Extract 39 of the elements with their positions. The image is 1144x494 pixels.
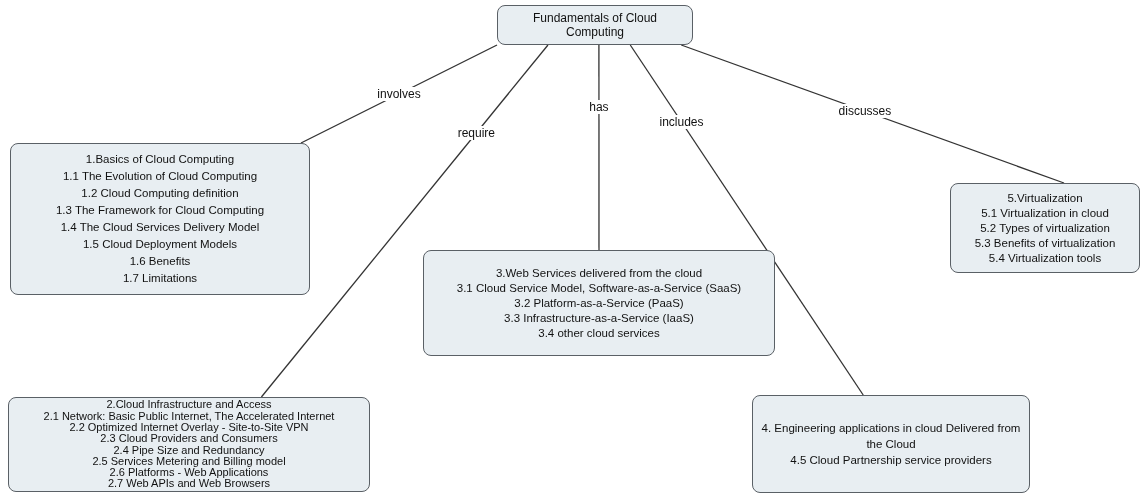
topic-box <box>497 5 693 45</box>
topic-item: 1.2 Cloud Computing definition <box>81 186 239 201</box>
topic-item: 2.4 Pipe Size and Redundancy <box>113 444 265 456</box>
topic-heading: 5.Virtualization <box>1007 190 1083 206</box>
topic-item: 5.4 Virtualization tools <box>988 250 1102 266</box>
topic-heading: 2.Cloud Infrastructure and Access <box>106 399 272 411</box>
topic-item: 5.3 Benefits of virtualization <box>974 235 1116 251</box>
topic-heading: 1.Basics of Cloud Computing <box>85 152 235 167</box>
topic-item: 2.1 Network: Basic Public Internet, The Accelerated Internet <box>43 410 335 422</box>
topic-item: 2.3 Cloud Providers and Consumers <box>100 433 278 445</box>
topic-item: 2.7 Web APIs and Web Browsers <box>107 478 271 490</box>
topic-item: 1.3 The Framework for Cloud Computing <box>55 203 265 218</box>
topic-item: 1.4 The Cloud Services Delivery Model <box>60 220 260 235</box>
topic-item: 5.2 Types of virtualization <box>980 220 1110 236</box>
topic-item: 5.1 Virtualization in cloud <box>981 205 1109 221</box>
topic-item: 1.1 The Evolution of Cloud Computing <box>62 169 258 184</box>
topic-item: 1.5 Cloud Deployment Models <box>82 237 238 252</box>
connector-line <box>598 44 600 251</box>
connector-line <box>629 44 864 396</box>
topic-box <box>8 397 370 492</box>
topic-item: 3.3 Infrastructure-as-a-Service (IaaS) <box>504 310 694 326</box>
topic-item: 3.2 Platform-as-a-Service (PaaS) <box>514 295 684 311</box>
topic-box <box>950 183 1140 273</box>
topic-item: 2.2 Optimized Internet Overlay - Site-to-Site VPN <box>69 421 309 434</box>
topic-heading: 4. Engineering applications in cloud Delivered from the Cloud <box>760 421 1022 452</box>
connector-line <box>260 44 549 398</box>
topic-box <box>423 250 775 356</box>
topic-item: 1.7 Limitations <box>122 271 198 286</box>
topic-box <box>752 395 1030 493</box>
topic-heading: Fundamentals of Cloud Computing <box>531 11 659 39</box>
topic-item: 3.4 other cloud services <box>538 325 660 341</box>
topic-item: 2.5 Services Metering and Billing model <box>92 455 286 468</box>
topic-item: 4.5 Cloud Partnership service providers <box>790 453 992 468</box>
connector-line <box>680 44 1065 184</box>
topic-item: 2.6 Platforms - Web Applications <box>109 467 269 479</box>
topic-heading: 3.Web Services delivered from the cloud <box>495 265 703 281</box>
topic-box <box>10 143 310 295</box>
topic-item: 1.6 Benefits <box>129 254 191 269</box>
topic-item: 3.1 Cloud Service Model, Software-as-a-Service (SaaS) <box>456 280 742 296</box>
